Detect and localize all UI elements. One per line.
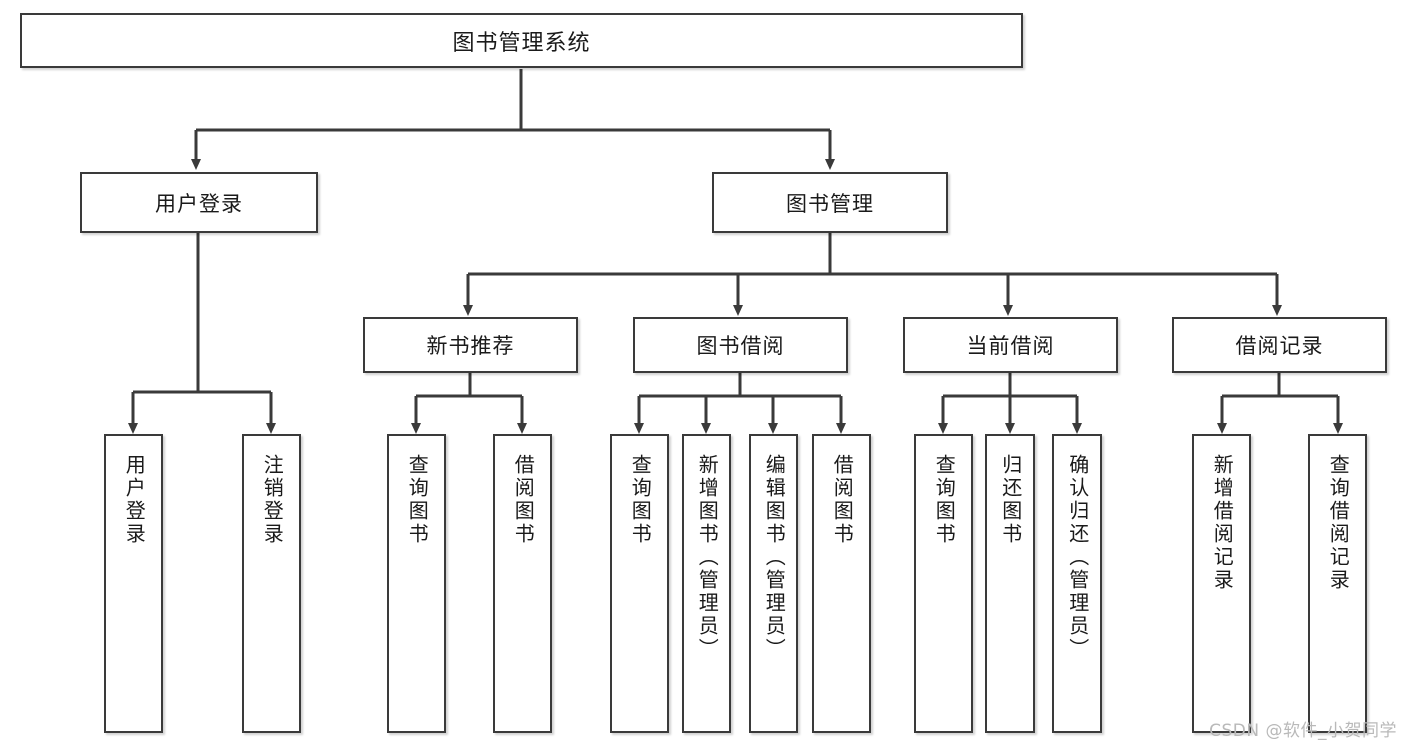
leaf-user-login-logout[interactable]: 注销登录 xyxy=(242,434,301,733)
node-label: 用户登录 xyxy=(155,191,243,216)
node-label: 新书推荐 xyxy=(426,334,515,358)
leaf-new-book-borrow-book[interactable]: 借阅图书 xyxy=(493,434,552,733)
node-label: 查询图书 xyxy=(932,454,957,546)
node-new-book-recommend[interactable]: 新书推荐 xyxy=(363,317,578,373)
node-label: 图书借阅 xyxy=(696,334,785,358)
node-borrow-record[interactable]: 借阅记录 xyxy=(1172,317,1387,373)
node-label: 当前借阅 xyxy=(966,334,1055,358)
node-label: 新增借阅记录 xyxy=(1210,454,1235,592)
node-label: 确认归还（管理员） xyxy=(1065,454,1090,661)
node-label: 新增图书（管理员） xyxy=(695,454,720,661)
node-label: 查询借阅记录 xyxy=(1326,454,1351,592)
leaf-book-borrow-add-book-admin[interactable]: 新增图书（管理员） xyxy=(682,434,731,733)
leaf-borrow-record-add-record[interactable]: 新增借阅记录 xyxy=(1192,434,1251,733)
leaf-current-borrow-return-book[interactable]: 归还图书 xyxy=(985,434,1035,733)
node-label: 注销登录 xyxy=(260,454,285,546)
node-label: 查询图书 xyxy=(405,454,430,546)
node-book-borrow[interactable]: 图书借阅 xyxy=(633,317,848,373)
node-label: 借阅图书 xyxy=(830,454,855,546)
node-label: 查询图书 xyxy=(628,454,653,546)
node-book-management[interactable]: 图书管理 xyxy=(712,172,948,233)
watermark: CSDN @软件_小贺同学 xyxy=(1209,721,1397,741)
leaf-borrow-record-query-record[interactable]: 查询借阅记录 xyxy=(1308,434,1367,733)
node-root-book-management-system[interactable]: 图书管理系统 xyxy=(20,13,1023,68)
node-label: 编辑图书（管理员） xyxy=(762,454,787,661)
node-label: 借阅记录 xyxy=(1235,334,1324,358)
node-label: 图书管理 xyxy=(786,191,874,216)
leaf-book-borrow-edit-book-admin[interactable]: 编辑图书（管理员） xyxy=(749,434,798,733)
leaf-current-borrow-confirm-return-admin[interactable]: 确认归还（管理员） xyxy=(1052,434,1102,733)
leaf-user-login-login[interactable]: 用户登录 xyxy=(104,434,163,733)
leaf-current-borrow-query-book[interactable]: 查询图书 xyxy=(914,434,973,733)
node-user-login[interactable]: 用户登录 xyxy=(80,172,318,233)
node-label: 借阅图书 xyxy=(511,454,536,546)
node-label: 用户登录 xyxy=(122,454,147,546)
leaf-book-borrow-query-book[interactable]: 查询图书 xyxy=(610,434,669,733)
leaf-new-book-query-book[interactable]: 查询图书 xyxy=(387,434,446,733)
node-current-borrow[interactable]: 当前借阅 xyxy=(903,317,1118,373)
node-label: 归还图书 xyxy=(998,454,1023,546)
leaf-book-borrow-borrow-book[interactable]: 借阅图书 xyxy=(812,434,871,733)
node-label: 图书管理系统 xyxy=(452,30,591,56)
